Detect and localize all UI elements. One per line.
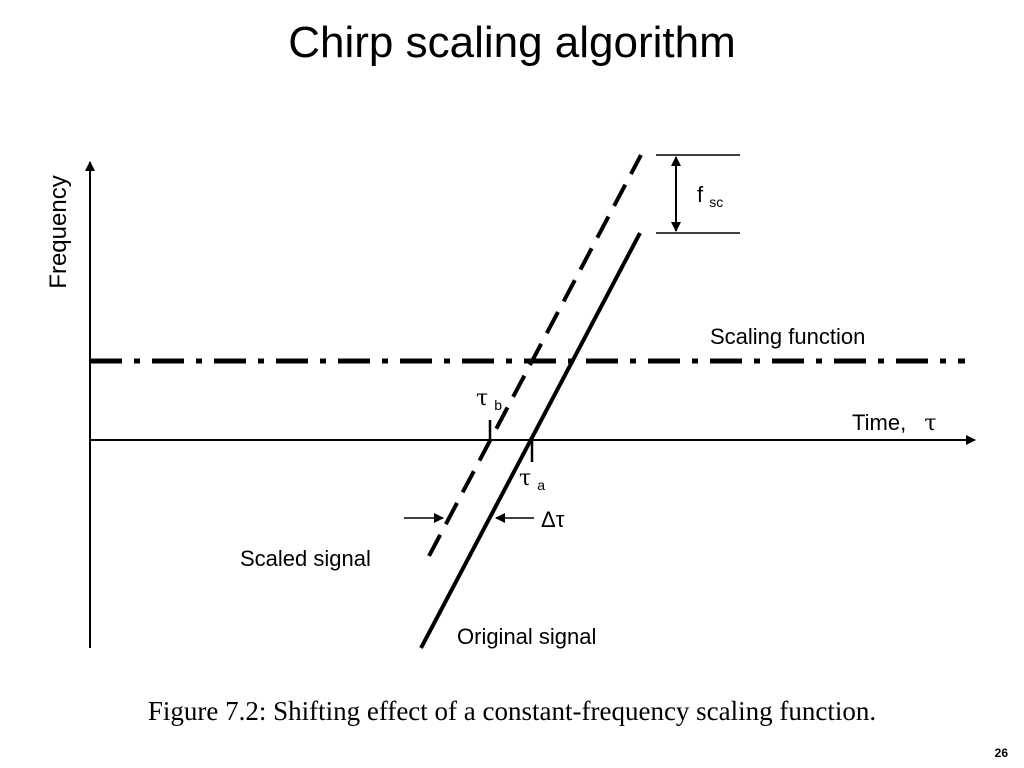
time-axis-label: Time, τ [852, 410, 936, 436]
original-signal-line [419, 232, 642, 649]
delta-tau-label: Δτ [541, 507, 565, 532]
scaled-signal-line [427, 154, 643, 557]
tau-b-label: τ b [476, 385, 502, 413]
scaling-function-label: Scaling function [710, 324, 865, 349]
tau-b-main: τ [476, 386, 488, 411]
tau-a-label: τ a [519, 465, 545, 493]
scaled-signal-label: Scaled signal [240, 546, 371, 571]
original-signal-label: Original signal [457, 624, 596, 649]
fsc-label-sub: sc [709, 194, 723, 210]
figure-caption: Figure 7.2: Shifting effect of a constan… [147, 696, 877, 726]
tau-b-sub: b [494, 397, 502, 413]
tau-a-main: τ [519, 466, 531, 491]
tau-a-sub: a [537, 477, 545, 493]
page-number: 26 [994, 746, 1008, 760]
frequency-axis-label: Frequency [45, 175, 72, 288]
slide-title: Chirp scaling algorithm [288, 18, 736, 67]
fsc-label: f sc [697, 182, 723, 210]
time-axis-tau-symbol: τ [924, 411, 936, 436]
fsc-label-main: f [697, 182, 704, 207]
time-axis-word: Time, [852, 410, 906, 435]
